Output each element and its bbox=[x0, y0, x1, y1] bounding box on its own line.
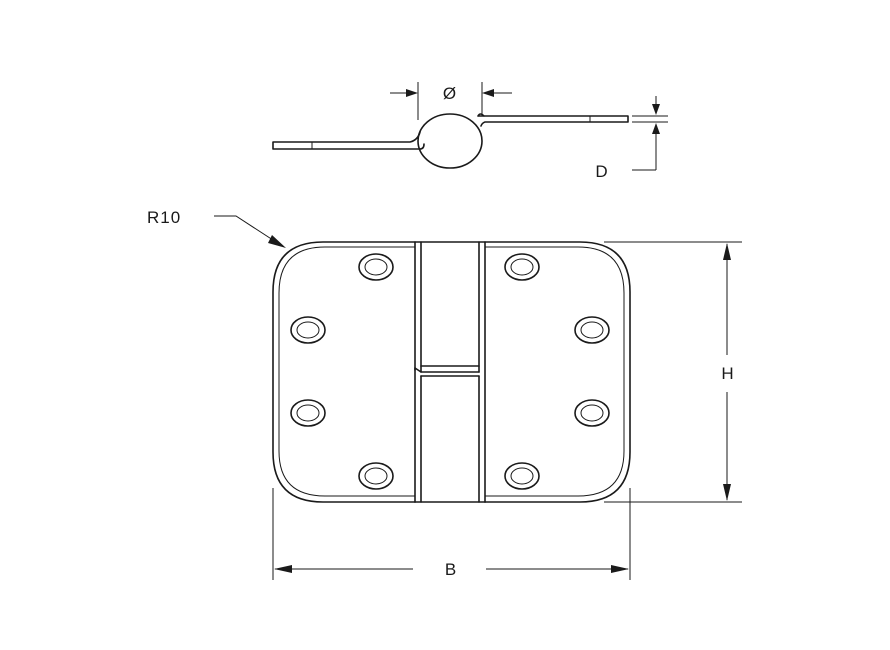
screw-hole bbox=[290, 399, 326, 427]
diameter-dimension: Ø bbox=[390, 82, 512, 120]
screw-hole bbox=[358, 462, 394, 490]
screw-hole bbox=[290, 316, 326, 344]
thickness-label: D bbox=[595, 162, 608, 181]
width-label: B bbox=[445, 560, 457, 579]
height-dimension: H bbox=[604, 241, 742, 503]
screw-holes bbox=[290, 253, 610, 490]
left-leaf-profile bbox=[272, 131, 425, 150]
height-label: H bbox=[721, 364, 734, 383]
right-leaf-profile bbox=[477, 113, 629, 127]
right-leaf-plate bbox=[484, 241, 631, 503]
screw-hole bbox=[504, 253, 540, 281]
knuckle-upper bbox=[414, 241, 486, 503]
screw-hole bbox=[358, 253, 394, 281]
hinge-top-view bbox=[272, 113, 629, 169]
left-leaf-plate bbox=[272, 241, 416, 503]
knuckle-lower bbox=[414, 367, 486, 503]
radius-label: R10 bbox=[147, 208, 181, 227]
screw-hole bbox=[504, 462, 540, 490]
screw-hole bbox=[574, 316, 610, 344]
screw-hole bbox=[574, 399, 610, 427]
knuckle-barrel bbox=[417, 113, 483, 169]
width-dimension: B bbox=[272, 488, 631, 580]
hinge-front-view bbox=[272, 241, 631, 503]
diameter-label: Ø bbox=[443, 84, 457, 103]
radius-callout: R10 bbox=[147, 208, 286, 248]
thickness-dimension: D bbox=[595, 96, 668, 181]
